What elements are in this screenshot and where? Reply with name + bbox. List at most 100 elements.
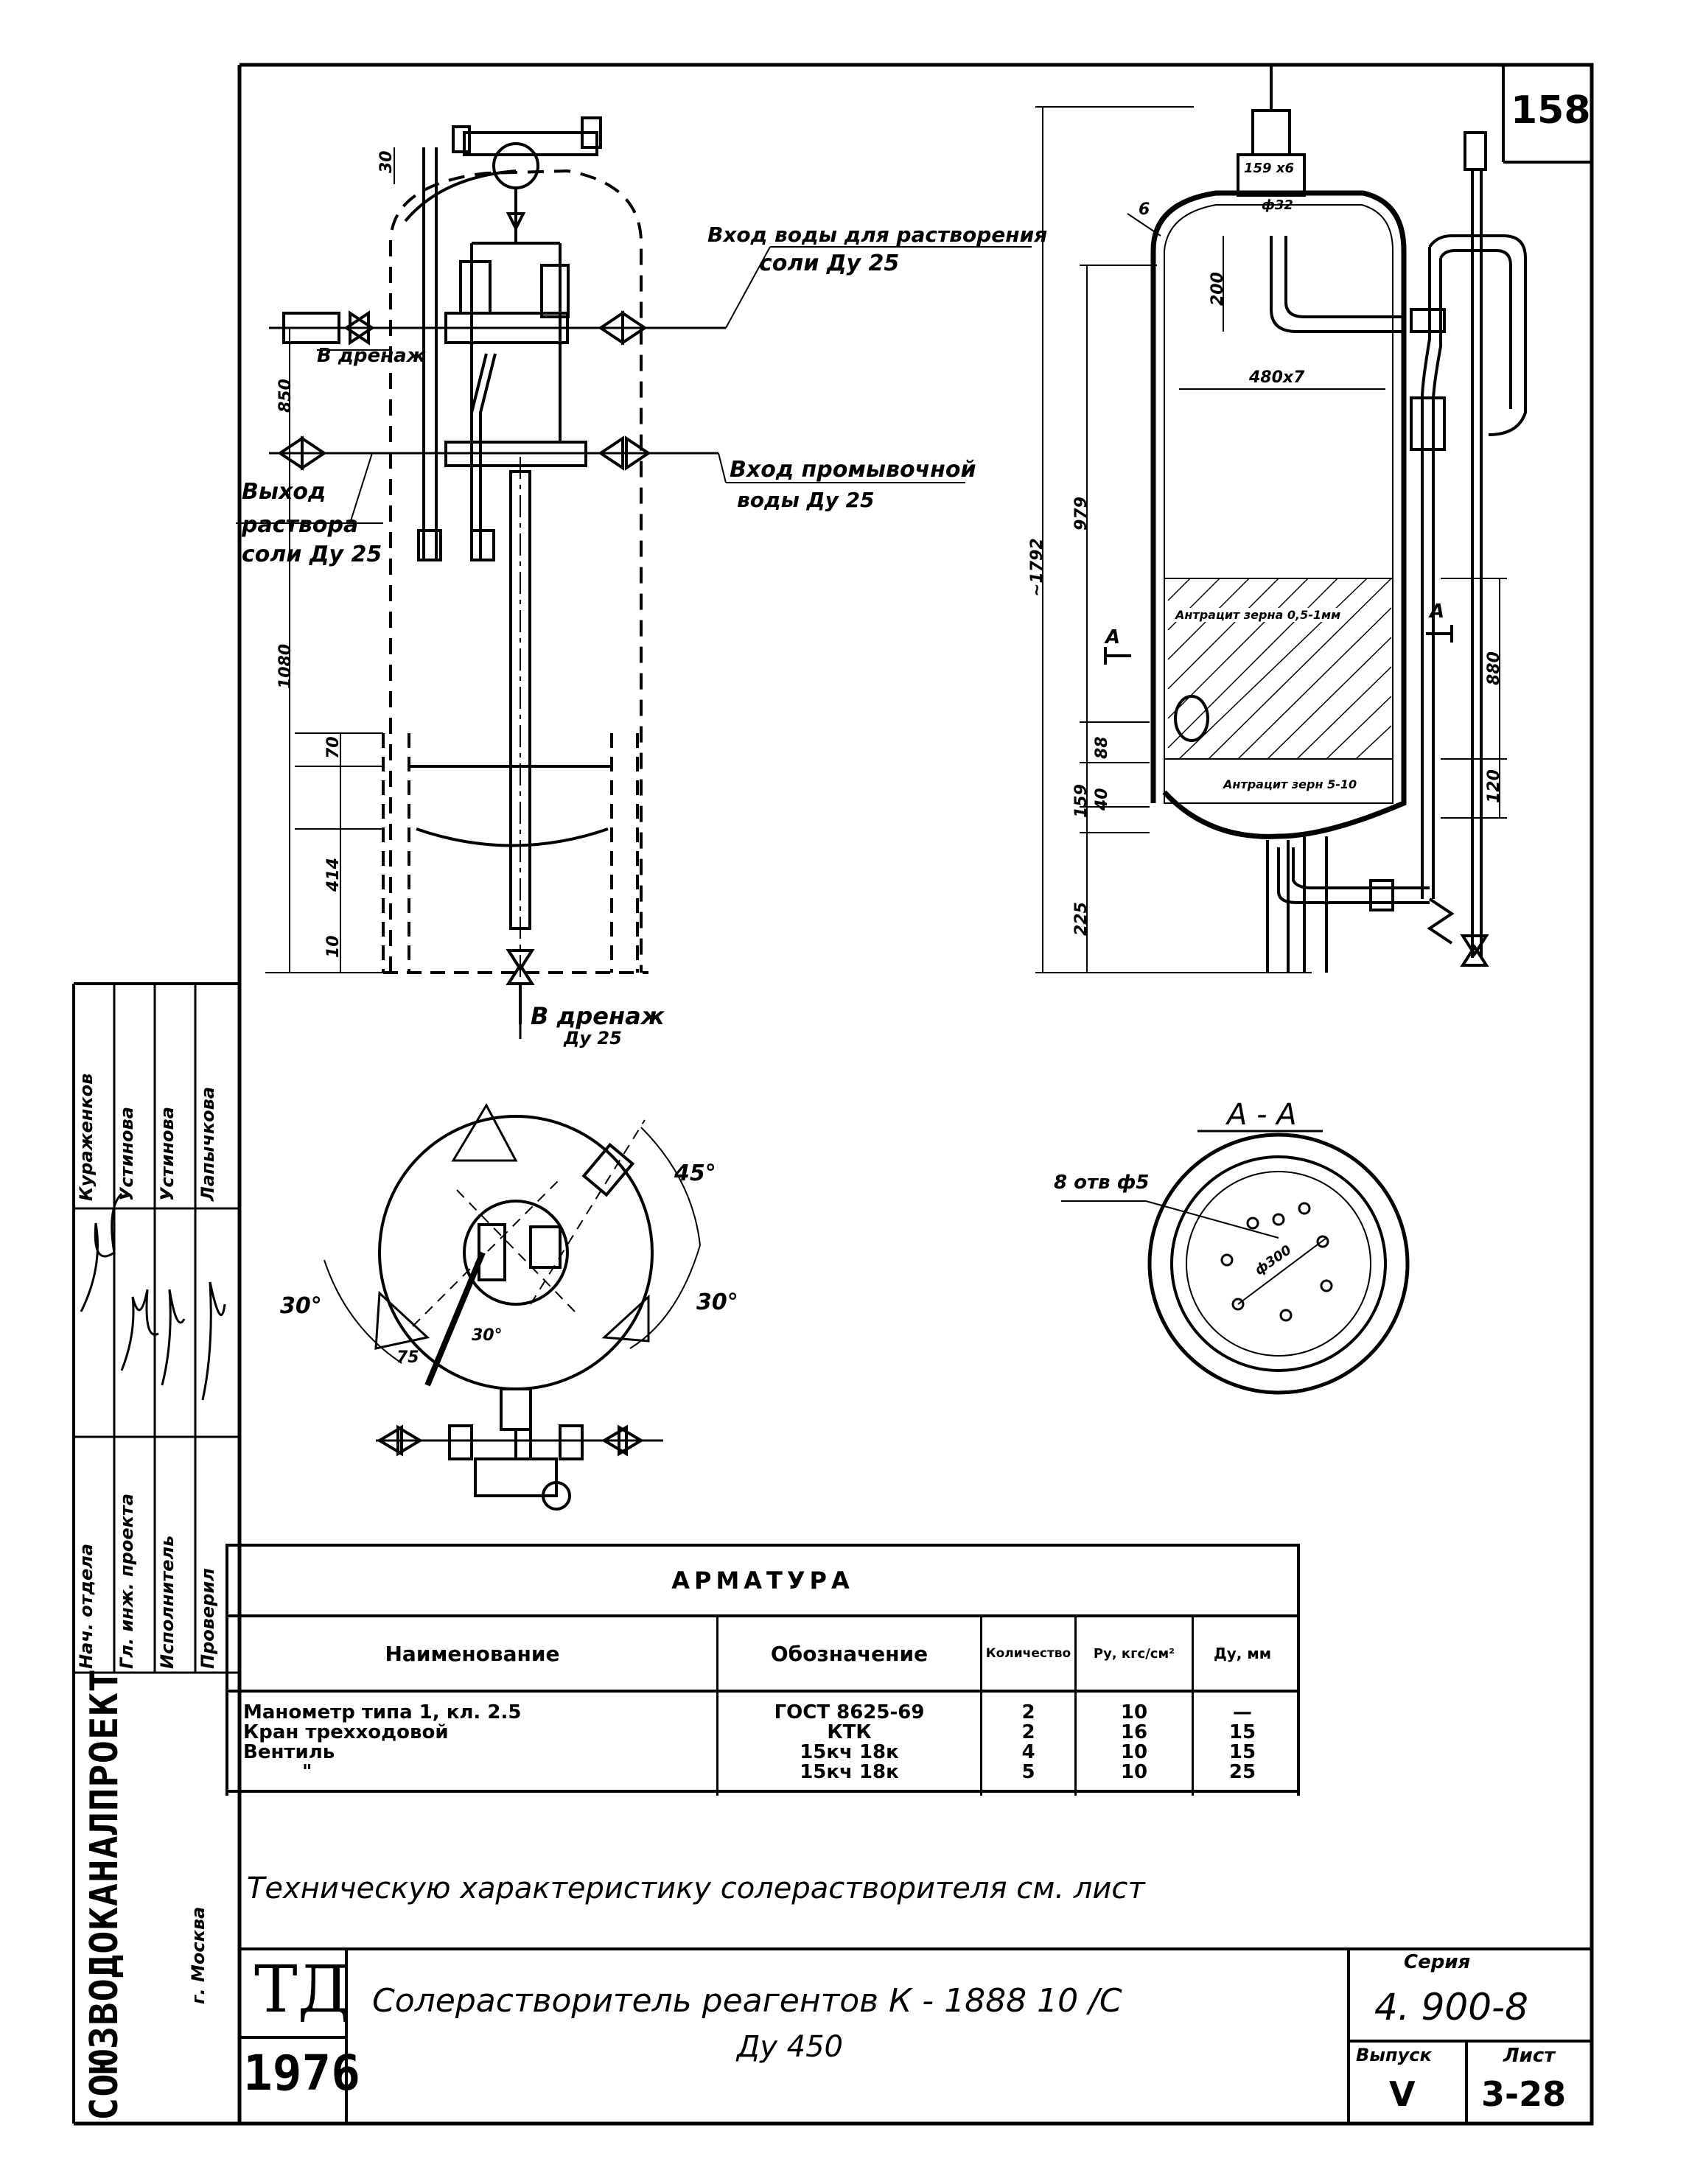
dim-225: 225: [1072, 902, 1091, 936]
org-name: СОЮЗВОДОКАНАЛПРОЕКТ: [83, 1668, 127, 2121]
col-header-quantity: Количество: [982, 1617, 1077, 1690]
angle-45: 45°: [674, 1161, 716, 1186]
angle-30-left: 30°: [280, 1293, 322, 1319]
plan-view: [324, 1102, 701, 1511]
dim-40: 40: [1093, 788, 1111, 811]
cell-r3-designation: 15кч 18к: [800, 1741, 899, 1763]
table-col-name: Манометр типа 1, кл. 2.5 Кран трехходово…: [228, 1693, 718, 1796]
cell-r4-name: ": [302, 1761, 312, 1783]
table-col-pressure: 10 16 10 10: [1077, 1693, 1194, 1796]
issue-number: V: [1389, 2074, 1416, 2114]
dim-159x6: 159 х6: [1244, 161, 1294, 176]
sig-role-1: Нач. отдела: [76, 1543, 97, 1669]
sig-name-4: Лапычкова: [197, 1086, 218, 1201]
cell-r4-dn: 25: [1228, 1761, 1256, 1783]
table-col-dn: — 15 15 25: [1194, 1693, 1291, 1796]
fittings-table: АРМАТУРА Наименование Обозначение Количе…: [225, 1544, 1300, 1796]
label-inlet-dissolve-1: Вход воды для растворения: [707, 223, 1048, 247]
sig-role-2: Гл. инж. проекта: [116, 1493, 137, 1669]
dim-70: 70: [324, 736, 343, 759]
dim-850: 850: [276, 379, 295, 413]
dim-414: 414: [324, 858, 343, 892]
label-outlet-2: раствора: [242, 512, 359, 538]
col-header-pressure: Ру, кгс/см²: [1077, 1617, 1194, 1690]
dim-75: 75: [396, 1348, 419, 1367]
cell-r1-designation: ГОСТ 8625-69: [774, 1701, 925, 1723]
series-number: 4. 900-8: [1374, 1986, 1528, 2029]
sheet-number: 158: [1511, 88, 1591, 133]
technical-note: Техническую характеристику солерастворит…: [247, 1872, 1145, 1905]
label-anthracite-lower: Антрацит зерн 5-10: [1223, 777, 1357, 791]
sig-name-1: Кураженков: [76, 1073, 97, 1201]
col-header-designation: Обозначение: [718, 1617, 982, 1690]
dim-480: 480х7: [1249, 368, 1305, 387]
cell-r4-quantity: 5: [1021, 1761, 1035, 1783]
cell-r4-designation: 15кч 18к: [800, 1761, 899, 1783]
table-header-row: Наименование Обозначение Количество Ру, …: [228, 1617, 1297, 1693]
cell-r2-name: Кран трехходовой: [243, 1721, 449, 1743]
table-body: Манометр типа 1, кл. 2.5 Кран трехходово…: [228, 1693, 1297, 1796]
issue-label: Выпуск: [1356, 2045, 1432, 2065]
dim-880: 880: [1485, 651, 1503, 685]
section-marker-right: А: [1430, 601, 1445, 623]
label-anthracite-upper: Антрацит зерна 0,5-1мм: [1175, 608, 1341, 622]
cell-r3-dn: 15: [1228, 1741, 1256, 1763]
table-bottom-rule: [225, 1790, 712, 1793]
cell-r2-quantity: 2: [1021, 1721, 1035, 1743]
section-title: А - А: [1227, 1098, 1297, 1132]
dim-10: 10: [324, 935, 343, 958]
dim-159: 159: [1072, 784, 1091, 818]
cell-r3-pressure: 10: [1120, 1741, 1148, 1763]
sig-name-3: Устинова: [157, 1107, 178, 1201]
year: 1976: [243, 2045, 360, 2101]
dim-6: 6: [1139, 200, 1150, 219]
sig-role-3: Исполнитель: [157, 1535, 178, 1669]
section-marker-left: А: [1105, 626, 1121, 648]
cell-r1-dn: —: [1233, 1701, 1252, 1723]
cell-r3-name: Вентиль: [243, 1741, 335, 1763]
cell-r4-pressure: 10: [1120, 1761, 1148, 1783]
label-inlet-dissolve-2: соли Ду 25: [759, 251, 900, 276]
series-label: Серия: [1404, 1951, 1471, 1973]
label-drain-bottom-2: Ду 25: [564, 1028, 622, 1049]
dim-30: 30: [377, 150, 396, 173]
sig-role-4: Проверил: [197, 1568, 218, 1669]
section-a-a: [1061, 1130, 1410, 1395]
label-holes: 8 отв ф5: [1054, 1172, 1150, 1194]
sheet-label: Лист: [1503, 2045, 1556, 2067]
td-mark: ТД: [254, 1951, 351, 2027]
label-drain-top: В дренаж: [317, 345, 426, 367]
cell-r1-name: Манометр типа 1, кл. 2.5: [243, 1701, 522, 1723]
label-inlet-wash-2: воды Ду 25: [737, 488, 875, 512]
org-city: г. Москва: [188, 1906, 209, 2004]
col-header-name: Наименование: [228, 1617, 718, 1690]
side-section: [1035, 66, 1527, 973]
drawing-title-line1: Солерастворитель реагентов К - 1888 10 /…: [372, 1982, 1122, 2020]
front-elevation: [236, 116, 1032, 1039]
label-outlet-3: соли Ду 25: [242, 542, 382, 567]
cell-r2-pressure: 16: [1120, 1721, 1148, 1743]
cell-r2-designation: КТК: [827, 1721, 872, 1743]
label-outlet-1: Выход: [242, 479, 326, 505]
dim-32: ф32: [1262, 197, 1293, 213]
cell-r1-pressure: 10: [1120, 1701, 1148, 1723]
dim-1792: ~1792: [1028, 538, 1046, 597]
dim-120: 120: [1485, 769, 1503, 803]
cell-r3-quantity: 4: [1021, 1741, 1035, 1763]
sheet-code: 3-28: [1481, 2074, 1567, 2114]
cell-r1-quantity: 2: [1021, 1701, 1035, 1723]
table-title: АРМАТУРА: [228, 1547, 1297, 1617]
table-bottom-rule-right: [712, 1790, 1297, 1793]
label-drain-bottom-1: В дренаж: [531, 1002, 665, 1030]
col-header-dn: Ду, мм: [1213, 1645, 1272, 1662]
cell-r2-dn: 15: [1228, 1721, 1256, 1743]
label-inlet-wash-1: Вход промывочной: [730, 457, 976, 483]
dim-200: 200: [1209, 272, 1227, 306]
dim-979: 979: [1072, 497, 1091, 531]
angle-30-center: 30°: [472, 1326, 503, 1345]
drawing-title-line2: Ду 450: [737, 2030, 843, 2064]
table-col-designation: ГОСТ 8625-69 КТК 15кч 18к 15кч 18к: [718, 1693, 982, 1796]
sig-name-2: Устинова: [116, 1107, 137, 1201]
table-col-quantity: 2 2 4 5: [982, 1693, 1077, 1796]
